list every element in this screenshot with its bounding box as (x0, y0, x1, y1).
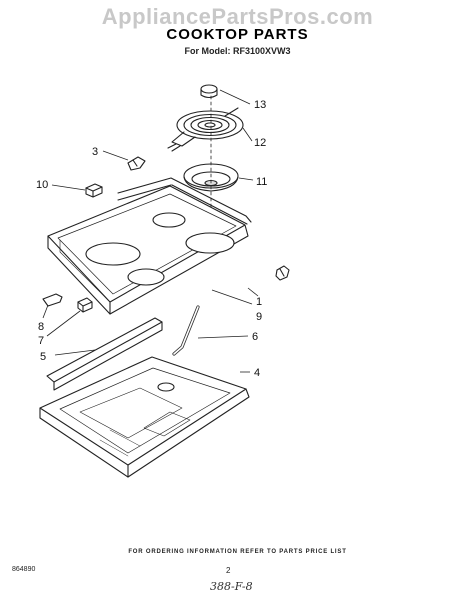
callout-4: 4 (254, 367, 260, 379)
callout-11: 11 (256, 176, 267, 188)
ordering-note: FOR ORDERING INFORMATION REFER TO PARTS … (128, 549, 347, 555)
model-line: For Model: RF3100XVW3 (184, 46, 291, 56)
part-3-clip (127, 156, 146, 171)
part-1-cooktop (47, 185, 249, 315)
catalog-code: 864890 (12, 566, 36, 573)
part-5-front-strip (46, 317, 163, 391)
part-6-rod (172, 305, 200, 356)
watermark: AppliancePartsPros.com (101, 4, 374, 29)
callout-5: 5 (40, 351, 46, 363)
part-12-surface-element (167, 107, 244, 152)
part-10-block (85, 183, 103, 198)
page-title: COOKTOP PARTS (166, 26, 309, 43)
callout-3: 3 (92, 146, 98, 158)
callout-10: 10 (36, 179, 48, 191)
callout-8: 8 (38, 321, 44, 333)
callout-9: 9 (256, 311, 262, 323)
page-number: 2 (226, 566, 231, 575)
callout-12: 12 (254, 137, 266, 149)
callout-1: 1 (256, 296, 262, 308)
part-9-back-trim (117, 177, 252, 225)
part-4-bottom-pan (39, 356, 250, 478)
callout-13: 13 (254, 99, 266, 111)
callout-6: 6 (252, 331, 258, 343)
part-8-bracket (42, 293, 63, 307)
part-13-cap (200, 84, 218, 99)
callout-7: 7 (38, 335, 44, 347)
part-7-spacer (77, 297, 93, 313)
handwritten-note: 388-F-8 (210, 580, 253, 593)
clip-right (275, 265, 290, 281)
